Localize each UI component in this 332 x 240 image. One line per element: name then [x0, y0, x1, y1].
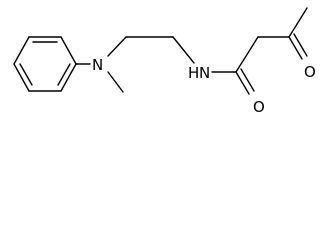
amine-nitrogen-label: N	[92, 56, 103, 74]
ring-double-bond-2	[57, 63, 71, 86]
ring-double-bond-3	[19, 63, 33, 86]
ring-bond-1	[13, 36, 30, 65]
amide-oxygen-label: O	[253, 98, 265, 116]
ring-bond-6	[13, 63, 30, 92]
amide-co-bond-a	[235, 71, 250, 95]
amide-nitrogen-label: N	[199, 64, 210, 82]
n-methyl-bond	[107, 71, 124, 93]
amide-hydrogen-label: H	[188, 64, 199, 82]
molecule-svg: N H N O O	[13, 7, 316, 116]
ring-bond-4	[60, 63, 77, 92]
ketone-co-bond-a	[288, 36, 303, 60]
n-ch2-bond	[107, 36, 127, 57]
ketone-methyl-bond	[288, 7, 308, 38]
ketone-co-bond-b	[293, 33, 308, 57]
structure-diagram: N H N O O	[0, 0, 332, 116]
amide-co-bond-b	[240, 68, 255, 92]
carbonyl-ch2-bond	[235, 36, 259, 73]
ketone-oxygen-label: O	[304, 63, 316, 81]
ch2-amide-n-bond	[172, 36, 195, 64]
ring-bond-3	[60, 36, 77, 65]
